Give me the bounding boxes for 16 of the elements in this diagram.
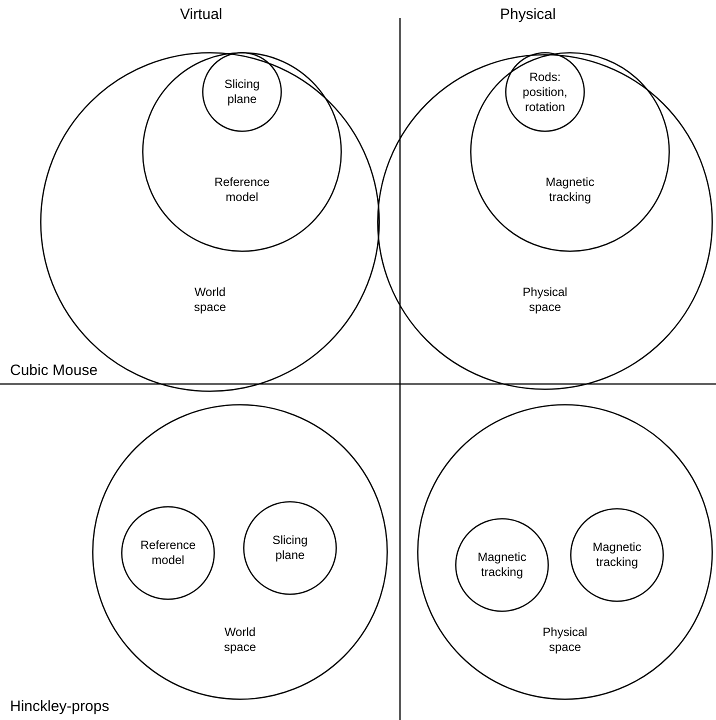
circle-label: World space [192, 285, 228, 315]
circle-label: Magnetic tracking [476, 550, 528, 580]
column-heading: Virtual [180, 6, 222, 23]
circle-label: Physical space [542, 625, 588, 655]
circle-label: Slicing plane [223, 77, 261, 107]
circle-label: Rods: position, rotation [522, 70, 568, 114]
column-heading: Physical [500, 6, 556, 23]
circle-label: World space [222, 625, 258, 655]
circle-label: Magnetic tracking [592, 540, 642, 570]
circle-label: Magnetic tracking [544, 175, 596, 205]
circle-label: Slicing plane [271, 533, 309, 563]
circle-label: Reference model [213, 175, 271, 205]
circle-label: Physical space [522, 285, 568, 315]
row-label: Cubic Mouse [10, 362, 98, 379]
row-label: Hinckley-props [10, 698, 110, 715]
circle-label: Reference model [139, 538, 197, 568]
